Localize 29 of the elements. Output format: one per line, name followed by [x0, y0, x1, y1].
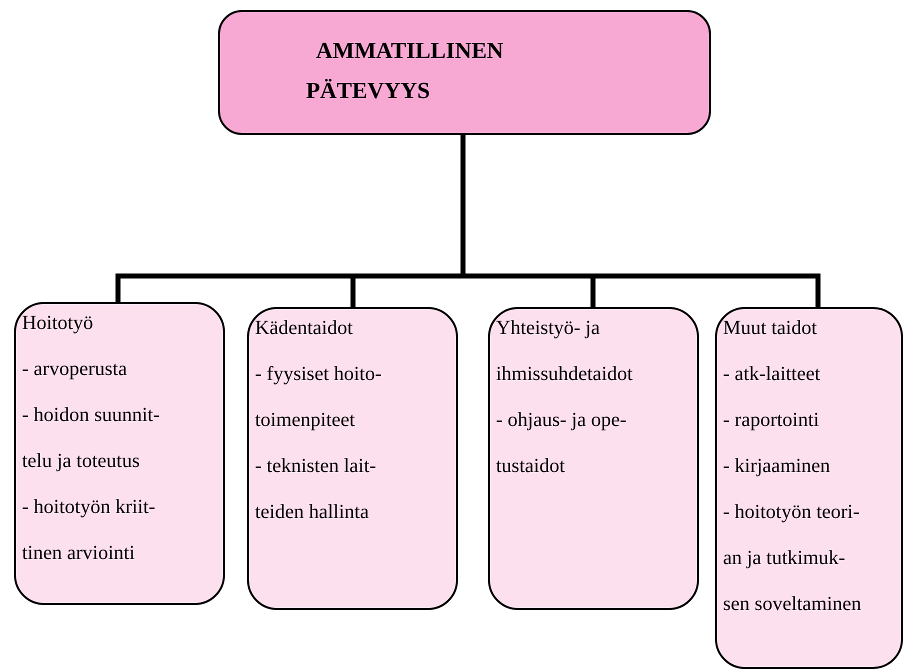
skill-text: - raportointi — [723, 409, 820, 432]
title-box — [218, 10, 711, 135]
skill-text: tustaidot — [496, 455, 565, 478]
skill-text: - atk-laitteet — [723, 363, 820, 386]
category-heading: Muut taidot — [723, 317, 817, 340]
skill-text: teiden hallinta — [255, 501, 369, 524]
skill-text: - hoitotyön teori- — [723, 501, 860, 524]
category-heading: Kädentaidot — [255, 317, 353, 340]
skill-text: - ohjaus- ja ope- — [496, 409, 627, 432]
skill-text: tinen arviointi — [22, 542, 135, 565]
skill-text: - arvoperusta — [22, 358, 127, 381]
skill-text: sen soveltaminen — [723, 593, 862, 616]
skill-text: toimenpiteet — [255, 409, 355, 432]
category-box — [247, 307, 458, 610]
category-heading: Hoitotyö — [22, 312, 94, 335]
skill-text: - kirjaaminen — [723, 455, 830, 478]
category-box — [488, 307, 699, 610]
skill-text: ihmissuhdetaidot — [496, 363, 633, 386]
category-heading: Yhteistyö- ja — [496, 317, 600, 340]
category-box — [14, 302, 225, 605]
skill-text: - fyysiset hoito- — [255, 363, 382, 386]
skill-text: telu ja toteutus — [22, 450, 140, 473]
skill-text: an ja tutkimuk- — [723, 547, 846, 570]
skill-text: - hoitotyön kriit- — [22, 496, 156, 519]
skill-text: - teknisten lait- — [255, 455, 376, 478]
category-box — [715, 307, 903, 669]
title-text: AMMATILLINEN — [316, 38, 504, 64]
title-text: PÄTEVYYS — [306, 78, 430, 104]
skill-text: - hoidon suunnit- — [22, 404, 160, 427]
